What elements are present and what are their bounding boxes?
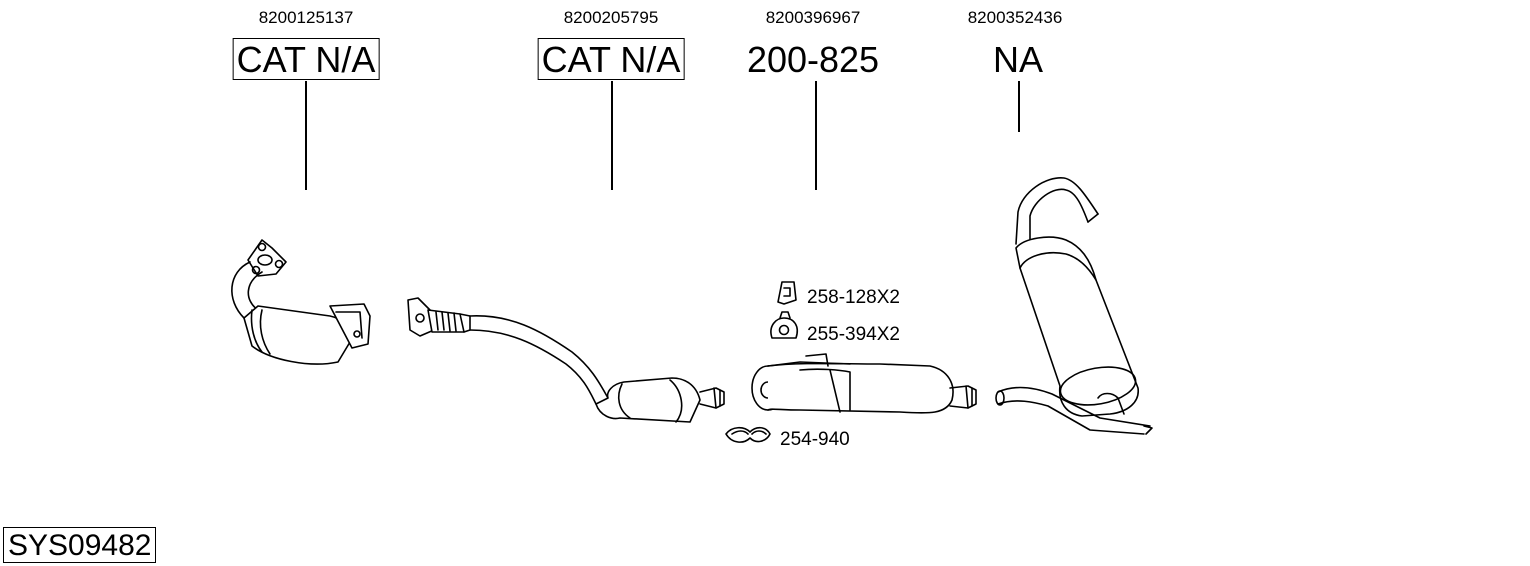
part-ref-1: 8200125137 — [258, 8, 354, 27]
leader-line-1 — [305, 81, 307, 190]
system-code-badge: SYS09482 — [3, 527, 157, 563]
clamp-icon — [725, 426, 771, 443]
part-code-1: CAT N/A — [232, 38, 380, 80]
leader-line-4 — [1018, 81, 1020, 132]
rear-catalytic-converter — [407, 297, 725, 423]
rubber-hanger-icon — [777, 281, 797, 305]
rear-silencer — [995, 177, 1153, 435]
accessory-label-hanger: 258-128X2 — [807, 287, 900, 308]
leader-line-2 — [611, 81, 613, 190]
accessory-label-ring: 255-394X2 — [807, 324, 900, 345]
part-ref-4: 8200352436 — [967, 8, 1063, 27]
leader-line-3 — [815, 81, 817, 190]
part-ref-3: 8200396967 — [765, 8, 861, 27]
accessory-label-clamp: 254-940 — [780, 429, 850, 450]
part-code-3: 200-825 — [746, 39, 880, 80]
mounting-ring-icon — [770, 311, 799, 339]
part-code-4: NA — [992, 39, 1044, 80]
front-catalytic-converter — [231, 239, 371, 365]
center-silencer — [751, 353, 977, 414]
part-code-2: CAT N/A — [537, 38, 685, 80]
part-ref-2: 8200205795 — [563, 8, 659, 27]
